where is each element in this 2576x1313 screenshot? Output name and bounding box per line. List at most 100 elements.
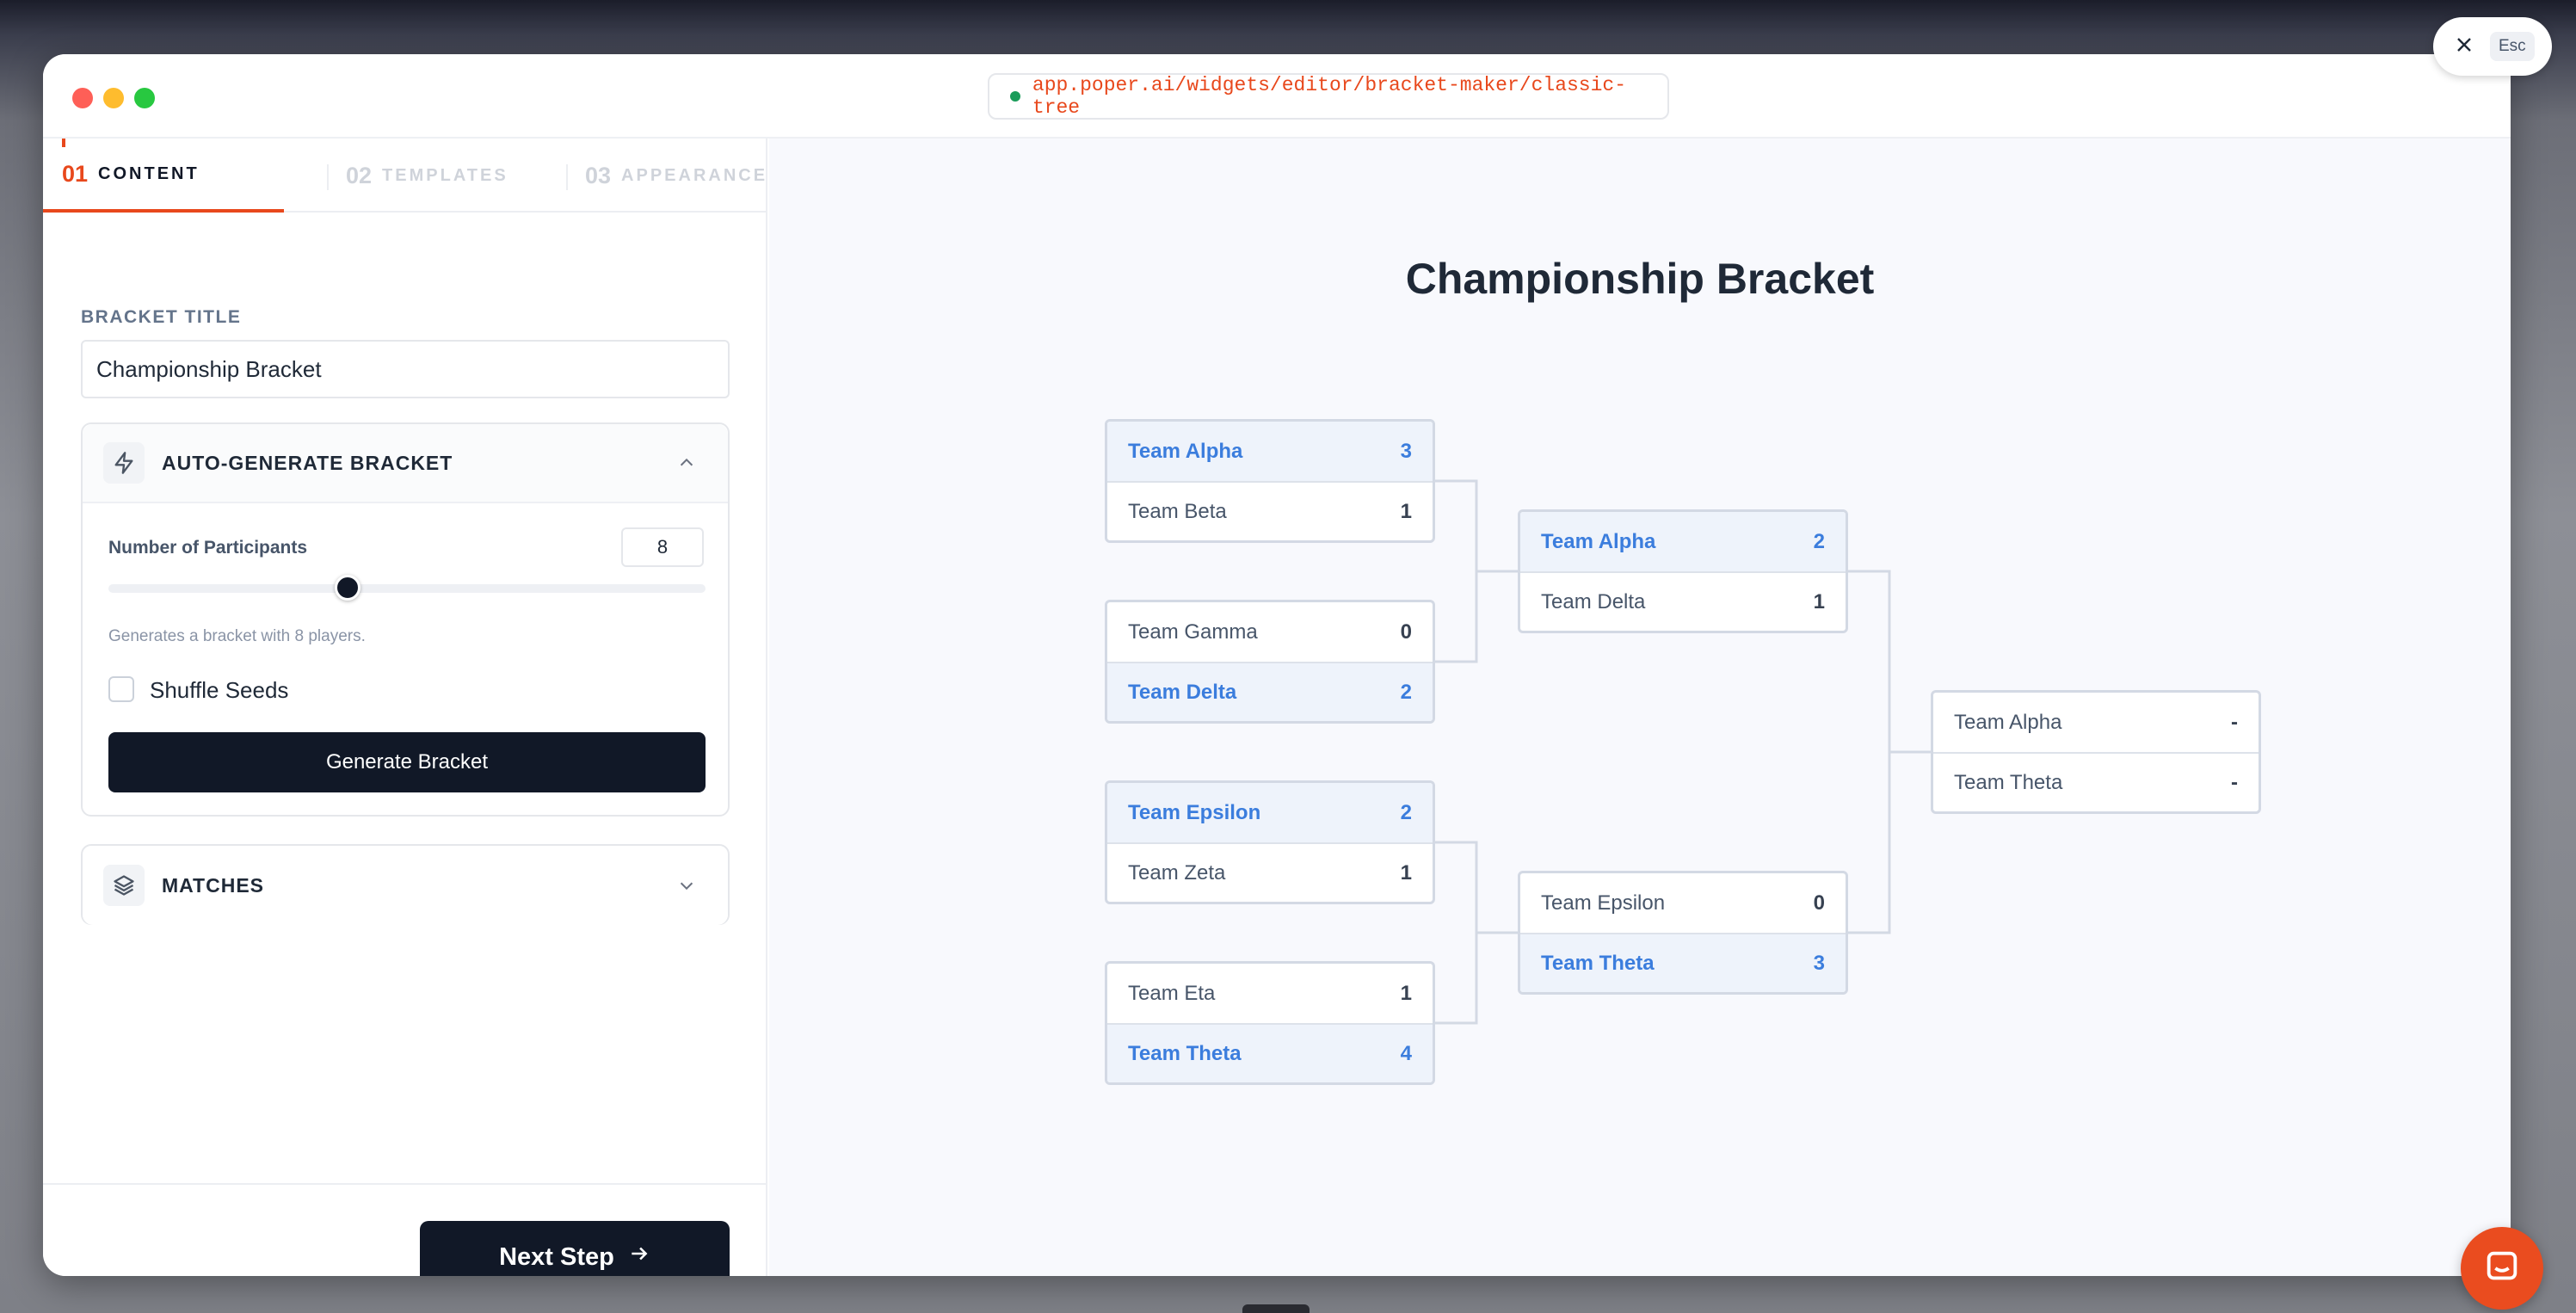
editor-sidebar: 01 CONTENT 02 TEMPLATES 03 APPEARANCE BR… xyxy=(43,139,767,1276)
maximize-window-dot[interactable] xyxy=(134,88,155,108)
esc-key-hint: Esc xyxy=(2490,32,2535,61)
tab-appearance[interactable]: 03 APPEARANCE xyxy=(585,139,767,213)
lightning-icon xyxy=(103,442,145,484)
team-name: Team Epsilon xyxy=(1128,800,1261,824)
bracket-team-row[interactable]: Team Delta 1 xyxy=(1520,571,1846,631)
bracket-team-row[interactable]: Team Theta - xyxy=(1933,752,2259,811)
team-score: 4 xyxy=(1400,1041,1412,1065)
tab-label: CONTENT xyxy=(98,163,200,183)
team-score: 1 xyxy=(1813,589,1825,613)
dock-handle xyxy=(1242,1304,1310,1313)
bracket-team-row[interactable]: Team Alpha- xyxy=(1933,693,2259,752)
close-window-dot[interactable] xyxy=(72,88,93,108)
team-name: Team Delta xyxy=(1128,680,1237,704)
generate-bracket-button[interactable]: Generate Bracket xyxy=(108,732,706,792)
chat-launcher-button[interactable] xyxy=(2461,1227,2543,1310)
team-name: Team Gamma xyxy=(1128,620,1258,644)
shuffle-seeds-checkbox[interactable] xyxy=(108,676,134,702)
next-step-button[interactable]: Next Step xyxy=(420,1221,730,1276)
bracket-team-row[interactable]: Team Theta 3 xyxy=(1520,933,1846,992)
bracket-team-row[interactable]: Team Alpha 2 xyxy=(1520,512,1846,571)
secure-status-dot-icon xyxy=(1010,91,1020,102)
team-name: Team Alpha xyxy=(1541,529,1656,553)
tab-label: TEMPLATES xyxy=(382,165,508,185)
participants-number-input[interactable] xyxy=(621,527,704,567)
bracket-team-row[interactable]: Team Zeta 1 xyxy=(1107,842,1433,902)
chevron-down-icon[interactable] xyxy=(666,865,707,906)
chevron-up-icon[interactable] xyxy=(666,442,707,484)
team-score: - xyxy=(2231,710,2238,734)
bracket-title-label: BRACKET TITLE xyxy=(81,307,242,327)
bracket-team-row[interactable]: Team Eta 1 xyxy=(1107,964,1433,1023)
minimize-window-dot[interactable] xyxy=(103,88,124,108)
team-score: - xyxy=(2231,770,2238,794)
matches-title: MATCHES xyxy=(162,873,265,897)
team-name: Team Theta xyxy=(1128,1041,1242,1065)
layers-icon xyxy=(103,865,145,906)
team-score: 2 xyxy=(1400,800,1412,824)
bracket-title-input[interactable] xyxy=(81,340,730,398)
tab-label: APPEARANCE xyxy=(621,165,768,185)
bracket-team-row[interactable]: Team Epsilon 2 xyxy=(1107,783,1433,842)
bracket-connector xyxy=(1435,841,1518,1025)
auto-generate-title: AUTO-GENERATE BRACKET xyxy=(162,451,453,474)
bracket-connector xyxy=(1435,479,1518,663)
url-text: app.poper.ai/widgets/editor/bracket-make… xyxy=(1032,74,1627,119)
arrow-right-icon xyxy=(628,1242,650,1272)
window-titlebar: app.poper.ai/widgets/editor/bracket-make… xyxy=(43,54,2511,139)
auto-generate-panel: AUTO-GENERATE BRACKET Number of Particip… xyxy=(81,422,730,817)
tab-divider xyxy=(327,164,329,190)
tab-content[interactable]: 01 CONTENT xyxy=(43,139,284,213)
team-score: 0 xyxy=(1400,620,1412,644)
team-score: 1 xyxy=(1400,981,1412,1005)
matches-header[interactable]: MATCHES xyxy=(83,846,728,925)
team-name: Team Eta xyxy=(1128,981,1216,1005)
bracket-preview-title: Championship Bracket xyxy=(1405,255,1875,303)
team-name: Team Beta xyxy=(1128,499,1227,523)
tab-templates[interactable]: 02 TEMPLATES xyxy=(346,139,508,213)
team-name: Team Theta xyxy=(1541,951,1655,975)
bracket-connector xyxy=(1848,570,1931,934)
step-tabs: 01 CONTENT 02 TEMPLATES 03 APPEARANCE xyxy=(43,139,767,213)
team-score: 2 xyxy=(1813,529,1825,553)
bracket-team-row[interactable]: Team Beta 1 xyxy=(1107,481,1433,540)
bracket-team-row[interactable]: Team Gamma 0 xyxy=(1107,602,1433,662)
participants-hint: Generates a bracket with 8 players. xyxy=(108,627,366,645)
editor-window: app.poper.ai/widgets/editor/bracket-make… xyxy=(43,54,2511,1276)
chat-icon xyxy=(2482,1247,2522,1291)
url-bar[interactable]: app.poper.ai/widgets/editor/bracket-make… xyxy=(988,73,1669,120)
tab-number: 03 xyxy=(585,162,612,188)
team-name: Team Delta xyxy=(1541,589,1646,613)
tab-number: 01 xyxy=(62,160,89,187)
team-name: Team Alpha xyxy=(1128,439,1243,463)
bracket-team-row[interactable]: Team Theta 4 xyxy=(1107,1023,1433,1082)
participants-slider-thumb[interactable] xyxy=(334,575,361,601)
next-step-label: Next Step xyxy=(499,1242,614,1271)
team-name: Team Epsilon xyxy=(1541,891,1666,915)
team-score: 1 xyxy=(1400,860,1412,885)
bracket-match[interactable]: Team Alpha- Team Theta - xyxy=(1931,690,2261,814)
team-name: Team Theta xyxy=(1954,770,2063,794)
bracket-team-row[interactable]: Team Epsilon 0 xyxy=(1520,873,1846,933)
team-score: 1 xyxy=(1400,499,1412,523)
participants-label: Number of Participants xyxy=(108,538,308,558)
sidebar-footer xyxy=(43,1183,767,1276)
participants-slider-track[interactable] xyxy=(108,584,706,593)
tab-number: 02 xyxy=(346,162,373,188)
team-name: Team Zeta xyxy=(1128,860,1226,885)
auto-generate-header[interactable]: AUTO-GENERATE BRACKET xyxy=(83,424,728,503)
team-score: 0 xyxy=(1813,891,1825,915)
team-score: 3 xyxy=(1813,951,1825,975)
shuffle-seeds-label[interactable]: Shuffle Seeds xyxy=(150,677,289,703)
matches-panel: MATCHES xyxy=(81,844,730,925)
close-editor-button[interactable]: Esc xyxy=(2433,17,2552,76)
